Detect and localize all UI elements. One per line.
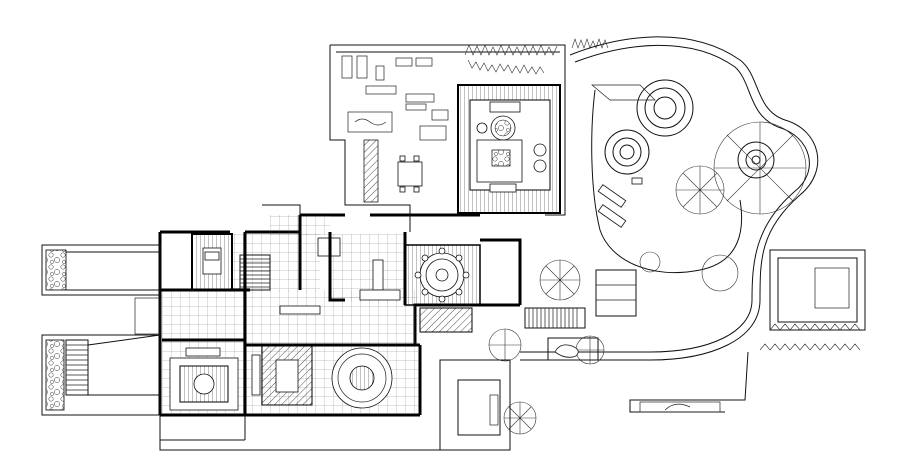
- garden-boundary: [520, 36, 819, 361]
- courtyard-room: [191, 233, 233, 291]
- left-wing: [41, 244, 161, 416]
- interior-walls: [160, 215, 420, 441]
- dining-hall-round-table: [404, 244, 481, 333]
- pond-icon: [547, 337, 599, 361]
- table-upper: [363, 139, 423, 203]
- upper-terrace: [329, 44, 566, 216]
- round-sofa-room: [331, 347, 393, 409]
- right-annex: [629, 249, 866, 413]
- sun-loungers: [597, 177, 643, 228]
- circular-planters: [591, 79, 775, 179]
- stair-icon: [239, 254, 586, 329]
- lounge-center: [251, 344, 313, 406]
- lounge-left: [169, 347, 239, 411]
- shrub-icon: [464, 38, 609, 75]
- sunroom-pavilion: [457, 84, 561, 214]
- tree-icon: [488, 121, 807, 435]
- lower-patio: [457, 269, 637, 436]
